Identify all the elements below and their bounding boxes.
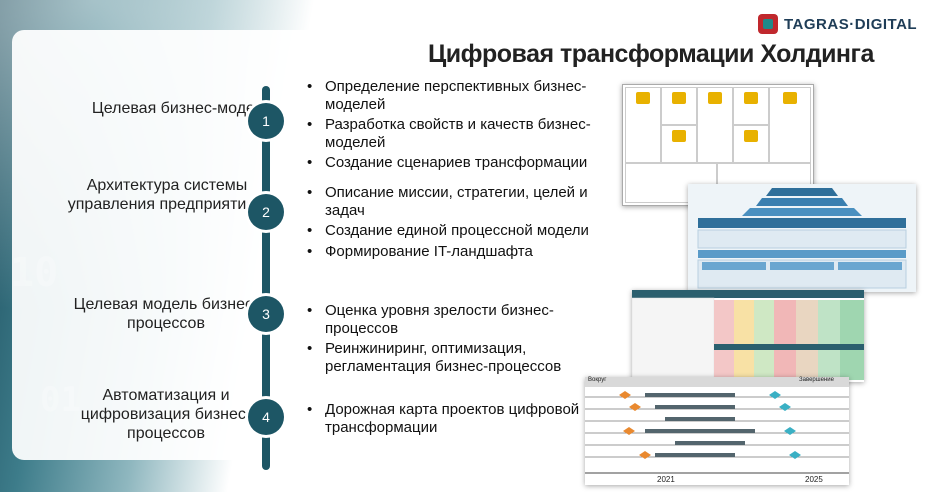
step-3-label: Целевая модель бизнес-процессов	[73, 296, 259, 332]
bullet-item: Разработка свойств и качеств бизнес-моде…	[305, 116, 605, 151]
roadmap-year: 2025	[805, 475, 823, 484]
step-1-bullets: Определение перспективных бизнес-моделей…	[305, 78, 605, 175]
step-2-number: 2	[248, 194, 284, 230]
step-3-bullets: Оценка уровня зрелости бизнес-процессов …	[305, 302, 605, 378]
heatmap-grid	[631, 290, 864, 383]
bullet-item: Реинжиниринг, оптимизация, регламентация…	[305, 340, 605, 375]
business-model-canvas-thumbnail	[622, 84, 814, 206]
logo-icon	[758, 14, 778, 34]
bullet-item: Оценка уровня зрелости бизнес-процессов	[305, 302, 605, 337]
briefcase-icon	[636, 92, 650, 104]
architecture-thumbnail	[688, 184, 916, 292]
timeline-line	[262, 86, 270, 470]
step-3-number: 3	[248, 296, 284, 332]
bullet-item: Дорожная карта проектов цифровой трансфо…	[305, 401, 605, 436]
bullet-item: Создание единой процессной модели	[305, 222, 605, 240]
step-1-number: 1	[248, 103, 284, 139]
slide-title: Цифровая трансформации Холдинга	[428, 40, 874, 68]
step-4-label: Автоматизация и цифровизация бизнес-проц…	[80, 387, 252, 442]
step-1-label: Целевая бизнес-модель	[91, 100, 273, 117]
roadmap-year: 2021	[657, 475, 675, 484]
bullet-item: Определение перспективных бизнес-моделей	[305, 78, 605, 113]
architecture-diagram	[697, 188, 907, 289]
canvas-cell	[769, 87, 811, 163]
resources-icon	[672, 130, 686, 142]
step-4-bullets: Дорожная карта проектов цифровой трансфо…	[305, 401, 605, 439]
roadmap-label: Вокруг	[588, 377, 607, 383]
canvas-cell	[733, 87, 769, 125]
step-2-label: Архитектура системы управления предприят…	[67, 177, 267, 213]
bullet-item: Формирование IT-ландшафта	[305, 243, 605, 261]
step-2-bullets: Описание миссии, стратегии, целей и зада…	[305, 184, 605, 263]
canvas-cell	[661, 87, 697, 125]
roadmap-thumbnail: Вокруг Завершение 2021 2025	[585, 377, 849, 485]
step-4-number: 4	[248, 399, 284, 435]
roadmap-chart	[585, 377, 849, 474]
bullet-item: Описание миссии, стратегии, целей и зада…	[305, 184, 605, 219]
key-icon	[708, 92, 722, 104]
canvas-cell	[661, 125, 697, 163]
bullet-item: Создание сценариев трансформации	[305, 154, 605, 172]
logo-text: TAGRAS·DIGITAL	[784, 15, 918, 33]
canvas-cell	[697, 87, 733, 163]
people-icon	[744, 92, 758, 104]
maturity-heatmap-thumbnail	[631, 290, 864, 383]
arrow-icon	[744, 130, 758, 142]
tools-icon	[672, 92, 686, 104]
roadmap-label: Завершение	[799, 377, 834, 383]
customers-icon	[783, 92, 797, 104]
canvas-cell	[625, 87, 661, 163]
company-logo: TAGRAS·DIGITAL	[758, 14, 917, 34]
canvas-cell	[733, 125, 769, 163]
